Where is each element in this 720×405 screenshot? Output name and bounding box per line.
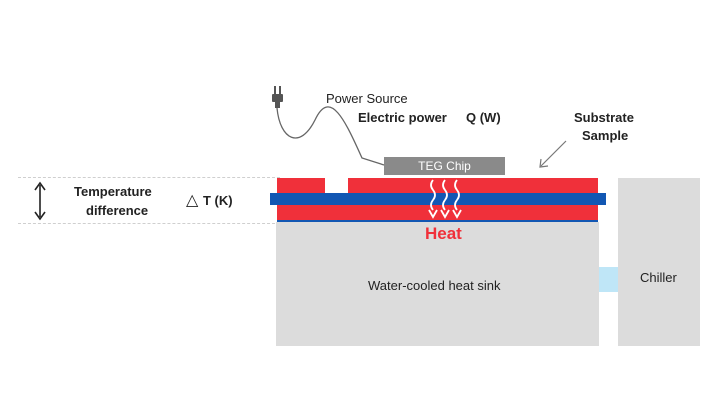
difference-label: difference xyxy=(86,203,149,218)
chiller-box xyxy=(618,178,700,346)
heat-label: Heat xyxy=(425,224,462,243)
power-plug-icon xyxy=(272,86,283,108)
substrate-label: Substrate xyxy=(574,110,634,125)
electric-power-label: Electric power xyxy=(358,110,447,125)
double-arrow-icon xyxy=(34,181,46,221)
temperature-label: Temperature xyxy=(74,184,152,199)
water-cooled-heat-sink xyxy=(276,222,599,346)
wavy-arrow-icon xyxy=(428,179,462,219)
upper-guide-line xyxy=(18,177,280,178)
coolant-pipe xyxy=(599,267,618,292)
power-unit-label: Q (W) xyxy=(466,110,501,125)
teg-chip: TEG Chip xyxy=(384,157,505,175)
substrate-top-left xyxy=(277,178,325,193)
delta-symbol: △ xyxy=(186,192,199,209)
power-source-label: Power Source xyxy=(326,91,408,106)
sample-label: Sample xyxy=(582,128,629,143)
substrate-top-right xyxy=(348,178,598,193)
pointer-arrow-icon xyxy=(539,140,567,168)
heat-sink-label: Water-cooled heat sink xyxy=(368,278,501,293)
substrate-base-line xyxy=(277,220,598,222)
sample-layer xyxy=(270,193,606,205)
chiller-label: Chiller xyxy=(640,270,677,285)
substrate-bottom xyxy=(277,205,598,220)
delta-t-unit: T (K) xyxy=(203,193,233,208)
power-cable xyxy=(276,106,385,166)
lower-guide-line xyxy=(18,223,280,224)
